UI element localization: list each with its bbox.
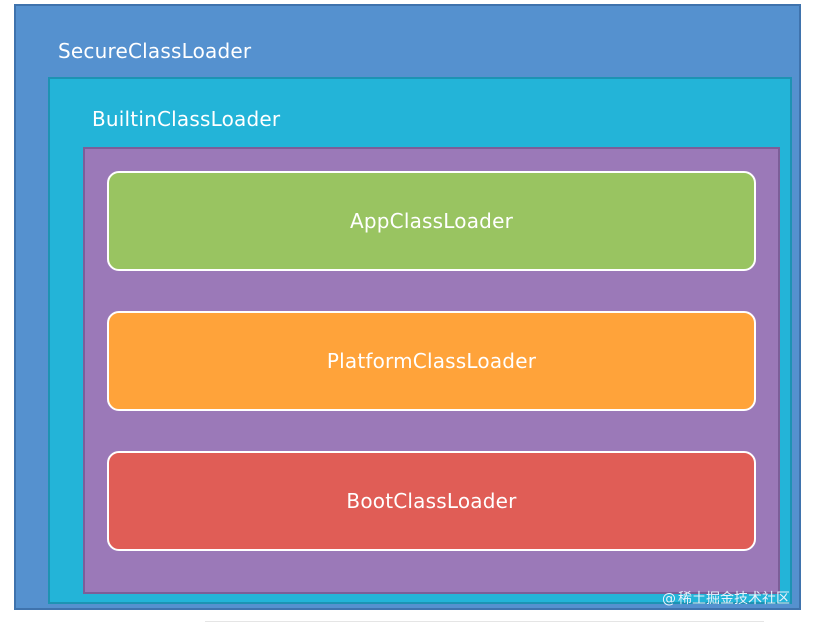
at-icon: @ — [662, 591, 676, 607]
watermark-text: 稀土掘金技术社区 — [678, 591, 790, 607]
watermark: @稀土掘金技术社区 — [662, 588, 790, 608]
boot-class-loader-box: BootClassLoader — [107, 451, 756, 551]
bottom-divider — [205, 621, 764, 622]
secure-class-loader-label: SecureClassLoader — [58, 39, 252, 63]
app-class-loader-box: AppClassLoader — [107, 171, 756, 271]
class-loader-stack: AppClassLoader PlatformClassLoader BootC… — [83, 147, 780, 594]
builtin-class-loader-label: BuiltinClassLoader — [92, 107, 281, 131]
secure-class-loader-box: SecureClassLoader BuiltinClassLoader App… — [14, 4, 801, 610]
builtin-class-loader-box: BuiltinClassLoader AppClassLoader Platfo… — [48, 77, 792, 604]
platform-class-loader-box: PlatformClassLoader — [107, 311, 756, 411]
